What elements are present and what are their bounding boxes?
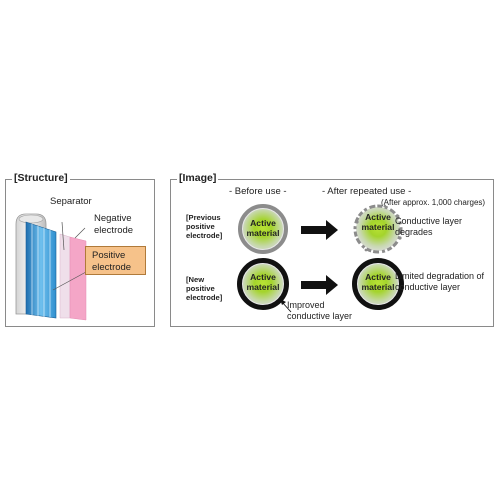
active-material-label-2: material bbox=[246, 228, 280, 238]
improved-text-2: conductive layer bbox=[287, 311, 353, 321]
before-use-heading: - Before use - bbox=[229, 186, 287, 197]
arrow-row1-head bbox=[326, 220, 338, 240]
structure-title: [Structure] bbox=[12, 171, 70, 185]
positive-electrode-box: Positive electrode bbox=[85, 246, 146, 275]
degrades-text-1: Conductive layer bbox=[395, 216, 463, 226]
arrow-row1-body bbox=[301, 226, 327, 234]
active-material-label-1: Active bbox=[250, 218, 276, 228]
structure-panel: [Structure] Separator N bbox=[5, 171, 155, 327]
image-panel: [Image] - Before use - - After repeated … bbox=[170, 171, 494, 327]
after-use-heading: - After repeated use - bbox=[322, 186, 412, 197]
positive-electrode-label-1: Positive bbox=[92, 250, 126, 261]
positive-electrode-label-2: electrode bbox=[92, 262, 132, 273]
previous-after-particle bbox=[353, 204, 403, 254]
improved-text-1: Improved bbox=[287, 300, 325, 310]
degrades-text-2: degrades bbox=[395, 227, 433, 237]
previous-before-particle: Active material bbox=[238, 204, 288, 254]
image-title: [Image] bbox=[177, 171, 219, 185]
arrow-row2-body bbox=[301, 281, 327, 289]
active-material-core bbox=[243, 264, 283, 304]
battery-cell-illustration bbox=[15, 213, 87, 321]
arrow-row2-head bbox=[326, 275, 338, 295]
new-after-particle: Active material bbox=[352, 258, 404, 310]
improved-layer-pointer bbox=[280, 299, 292, 313]
new-electrode-label: [New positive electrode] bbox=[186, 275, 223, 302]
active-material-core bbox=[358, 264, 398, 304]
active-material-core bbox=[243, 209, 283, 249]
new-before-particle: Active material bbox=[237, 258, 289, 310]
negative-electrode-label-2: electrode bbox=[94, 225, 134, 236]
after-use-note: (After approx. 1,000 charges) bbox=[381, 198, 486, 207]
previous-electrode-label: [Previous positive electrode] bbox=[186, 213, 223, 240]
separator-label: Separator bbox=[50, 196, 92, 207]
limited-text-2: conductive layer bbox=[395, 282, 461, 292]
negative-electrode-label-1: Negative bbox=[94, 213, 132, 224]
limited-text-1: Limited degradation of bbox=[395, 271, 485, 281]
